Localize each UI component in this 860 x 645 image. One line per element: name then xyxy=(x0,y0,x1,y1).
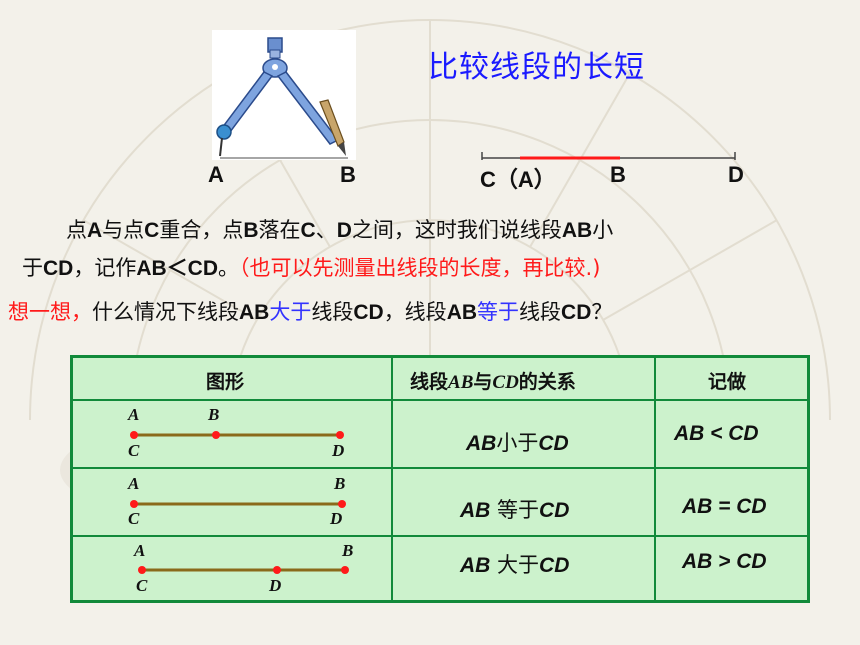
think-question: 想一想，什么情况下线段AB大于线段CD，线段AB等于线段CD？ xyxy=(8,300,613,324)
table-grid xyxy=(70,355,810,603)
comparison-table: 图形 线段AB与CD的关系 记做 A B C D AB小于CD AB < CD … xyxy=(70,355,810,603)
row2-label-d: D xyxy=(330,509,343,528)
row1-label-a: A xyxy=(128,405,140,424)
row1-label-d: D xyxy=(332,441,345,460)
page-title: 比较线段的长短 xyxy=(428,50,645,85)
segment-label-c: C（A） xyxy=(480,167,556,192)
row3-label-d: D xyxy=(269,576,282,595)
row3-label-a: A xyxy=(134,541,146,560)
segment-label-b: B xyxy=(610,162,626,187)
compass-label-a: A xyxy=(208,162,224,187)
header-figure: 图形 xyxy=(206,371,245,393)
compass-illustration xyxy=(212,30,356,160)
row3-label-c: C xyxy=(136,576,148,595)
row2-notation: AB = CD xyxy=(682,495,767,518)
row3-notation: AB > CD xyxy=(682,550,767,573)
row1-notation: AB < CD xyxy=(674,422,759,445)
row1-label-c: C xyxy=(128,441,140,460)
compass-icon xyxy=(216,37,348,159)
comparison-segment xyxy=(481,152,736,160)
explanation-line-2: 于CD，记作AB＜CD。（也可以先测量出线段的长度，再比较.) xyxy=(22,256,601,280)
header-relation: 线段AB与CD的关系 xyxy=(410,371,576,393)
row2-label-b: B xyxy=(334,474,346,493)
row1-label-b: B xyxy=(208,405,220,424)
row1-relation: AB小于CD xyxy=(466,431,569,455)
row3-label-b: B xyxy=(342,541,354,560)
row2-label-a: A xyxy=(128,474,140,493)
row2-relation: AB 等于CD xyxy=(460,498,570,522)
header-notation: 记做 xyxy=(708,371,747,393)
compass-label-b: B xyxy=(340,162,356,187)
row2-label-c: C xyxy=(128,509,140,528)
segment-label-d: D xyxy=(728,162,744,187)
explanation-line-1: 点A与点C重合，点B落在C、D之间，这时我们说线段AB小 xyxy=(66,218,614,242)
row3-relation: AB 大于CD xyxy=(460,553,570,577)
